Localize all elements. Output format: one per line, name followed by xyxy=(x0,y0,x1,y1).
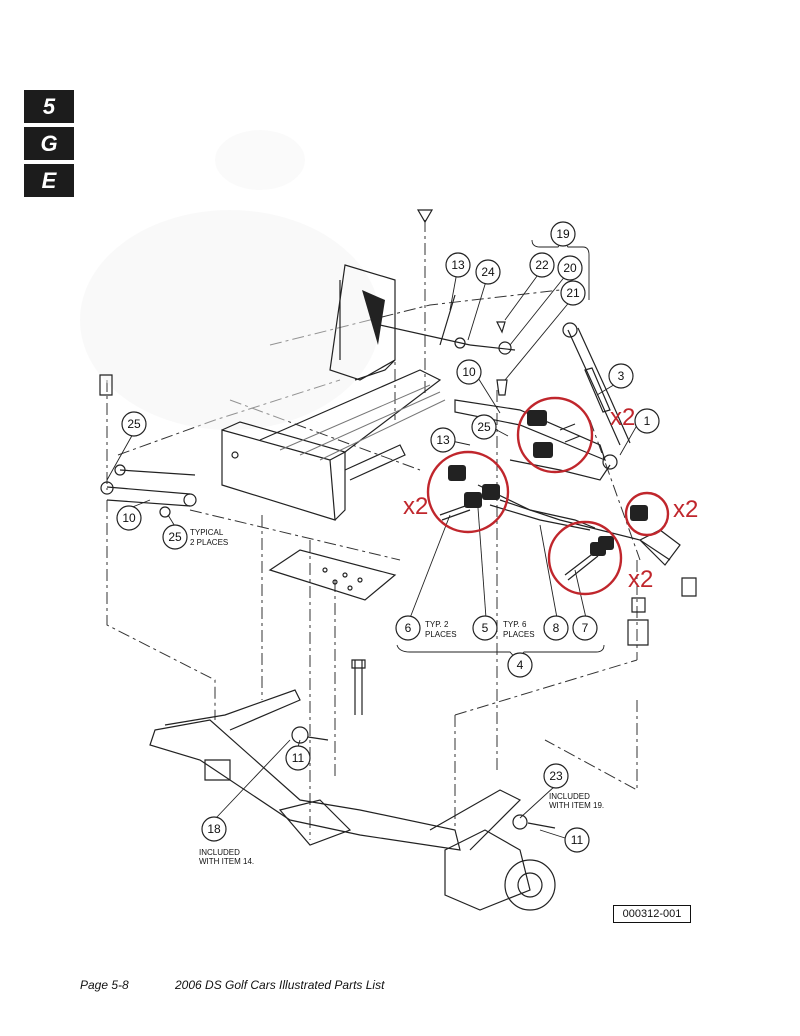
section-tab-e: E xyxy=(24,164,74,197)
mounting-plate xyxy=(268,549,397,715)
callout-25: 25 xyxy=(121,411,147,437)
callout-5: 5 xyxy=(472,615,498,641)
svg-text:25: 25 xyxy=(168,530,182,544)
svg-text:1: 1 xyxy=(644,414,651,428)
svg-text:20: 20 xyxy=(563,261,577,275)
figure-id-label: 000312-001 xyxy=(613,905,691,923)
highlight-label-x2: x2 xyxy=(628,566,653,593)
svg-text:21: 21 xyxy=(566,286,580,300)
callout-13: 13 xyxy=(430,427,456,453)
svg-text:TYP. 6: TYP. 6 xyxy=(503,620,527,629)
svg-text:TYPICAL: TYPICAL xyxy=(190,528,224,537)
svg-text:3: 3 xyxy=(618,369,625,383)
svg-text:TYP. 2: TYP. 2 xyxy=(425,620,449,629)
front-axle xyxy=(149,689,556,911)
callout-10: 10 xyxy=(456,359,482,385)
note-included-item-19: INCLUDED WITH ITEM 19. xyxy=(549,792,604,810)
callout-20: 20 xyxy=(557,255,583,281)
callout-13: 13 xyxy=(445,252,471,278)
svg-text:WITH ITEM 14.: WITH ITEM 14. xyxy=(199,857,254,866)
svg-text:4: 4 xyxy=(517,658,524,672)
callout-24: 24 xyxy=(475,259,501,285)
section-tab-5: 5 xyxy=(24,90,74,123)
highlight-label-x2: x2 xyxy=(673,496,698,523)
svg-text:18: 18 xyxy=(207,822,221,836)
svg-text:PLACES: PLACES xyxy=(503,630,535,639)
frame-bracket xyxy=(329,264,396,381)
callout-4: 4 xyxy=(507,652,533,678)
svg-text:25: 25 xyxy=(127,417,141,431)
svg-text:8: 8 xyxy=(553,621,560,635)
svg-text:INCLUDED: INCLUDED xyxy=(199,848,240,857)
svg-text:11: 11 xyxy=(292,751,305,765)
callout-23: 23 xyxy=(543,763,569,789)
callout-18: 18 xyxy=(201,816,227,842)
note-typ6-places: TYP. 6 PLACES xyxy=(503,620,535,639)
callout-1: 1 xyxy=(634,408,660,434)
svg-text:10: 10 xyxy=(462,365,476,379)
faded-body-region xyxy=(80,130,380,430)
svg-text:11: 11 xyxy=(571,833,584,847)
front-crossmember xyxy=(221,369,446,521)
callout-19: 19 xyxy=(550,221,576,247)
svg-text:INCLUDED: INCLUDED xyxy=(549,792,590,801)
svg-text:19: 19 xyxy=(556,227,570,241)
svg-text:13: 13 xyxy=(436,433,450,447)
callout-6: 6 xyxy=(395,615,421,641)
callout-10: 10 xyxy=(116,505,142,531)
svg-text:25: 25 xyxy=(477,420,491,434)
shock-absorber xyxy=(562,322,631,446)
callout-7: 7 xyxy=(572,615,598,641)
callout-11: 11 xyxy=(285,745,311,771)
callout-11: 11 xyxy=(564,827,590,853)
section-tab-g: G xyxy=(24,127,74,160)
ball-joint-parts xyxy=(379,209,516,396)
bushings xyxy=(439,410,648,581)
svg-text:PLACES: PLACES xyxy=(425,630,457,639)
shackle-link-left xyxy=(99,374,197,518)
footer-page-number: Page 5-8 xyxy=(80,978,129,992)
highlight-label-x2: x2 xyxy=(610,404,635,431)
svg-text:7: 7 xyxy=(582,621,589,635)
callout-25: 25 xyxy=(471,414,497,440)
svg-text:WITH ITEM 19.: WITH ITEM 19. xyxy=(549,801,604,810)
svg-text:13: 13 xyxy=(451,258,465,272)
svg-text:6: 6 xyxy=(405,621,412,635)
svg-text:24: 24 xyxy=(481,265,495,279)
svg-text:22: 22 xyxy=(535,258,549,272)
callout-21: 21 xyxy=(560,280,586,306)
note-typ2-places: TYP. 2 PLACES xyxy=(425,620,457,639)
highlight-label-x2: x2 xyxy=(403,493,428,520)
footer-document-title: 2006 DS Golf Cars Illustrated Parts List xyxy=(175,978,385,992)
note-typical-2-places: TYPICAL 2 PLACES xyxy=(190,528,228,547)
highlight-rings xyxy=(426,396,670,596)
svg-text:2 PLACES: 2 PLACES xyxy=(190,538,228,547)
note-included-item-14: INCLUDED WITH ITEM 14. xyxy=(199,848,254,866)
svg-text:5: 5 xyxy=(482,621,489,635)
callout-22: 22 xyxy=(529,252,555,278)
svg-text:23: 23 xyxy=(549,769,563,783)
svg-text:10: 10 xyxy=(122,511,136,525)
callout-8: 8 xyxy=(543,615,569,641)
callout-25: 25 xyxy=(162,524,188,550)
callout-3: 3 xyxy=(608,363,634,389)
